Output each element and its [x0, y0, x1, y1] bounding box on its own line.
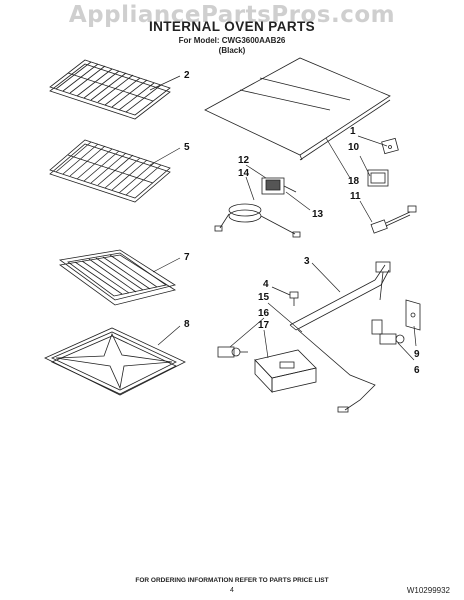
color-line: (Black) [218, 46, 246, 55]
leader-lines [149, 75, 417, 361]
callout-2: 2 [184, 70, 190, 81]
oven-bottom-panel [204, 57, 391, 161]
safety-valve [254, 349, 317, 394]
broil-pan [44, 327, 186, 396]
callout-5: 5 [184, 142, 190, 153]
document-number: W10299932 [406, 586, 450, 595]
callout-9: 9 [414, 349, 420, 360]
model-line: For Model: CWG3600AAB26 [178, 36, 286, 45]
burner-tube [289, 261, 391, 331]
callout-10: 10 [348, 142, 360, 153]
callout-8: 8 [184, 319, 190, 330]
oven-sensor [261, 177, 297, 195]
mounting-bracket [381, 137, 399, 155]
callout-11: 11 [350, 191, 361, 202]
mounting-plate [405, 299, 421, 331]
valve-fitting [217, 346, 248, 358]
callout-15: 15 [258, 292, 270, 303]
callout-1: 1 [350, 126, 356, 137]
oven-rack-bottom [49, 139, 171, 203]
gas-tube-coil [214, 203, 301, 238]
gas-line [297, 329, 376, 413]
watermark: AppliancePartsPros.com [68, 2, 396, 28]
page-title: INTERNAL OVEN PARTS [148, 19, 316, 34]
oven-rack-top [49, 59, 171, 120]
callout-12: 12 [238, 155, 250, 166]
callout-13: 13 [312, 209, 324, 220]
broil-pan-grid [58, 249, 177, 306]
callout-16: 16 [258, 308, 270, 319]
valve-bracket [367, 169, 389, 187]
callout-18: 18 [348, 176, 360, 187]
orifice-elbow [371, 319, 405, 345]
callout-3: 3 [304, 256, 310, 267]
ordering-note: FOR ORDERING INFORMATION REFER TO PARTS … [135, 577, 329, 584]
callout-6: 6 [414, 365, 420, 376]
page-number: 4 [230, 587, 234, 594]
callout-4: 4 [263, 279, 269, 290]
callout-17: 17 [258, 320, 270, 331]
callout-7: 7 [184, 252, 190, 263]
screw [289, 291, 299, 306]
callout-14: 14 [238, 168, 250, 179]
igniter [370, 205, 417, 234]
